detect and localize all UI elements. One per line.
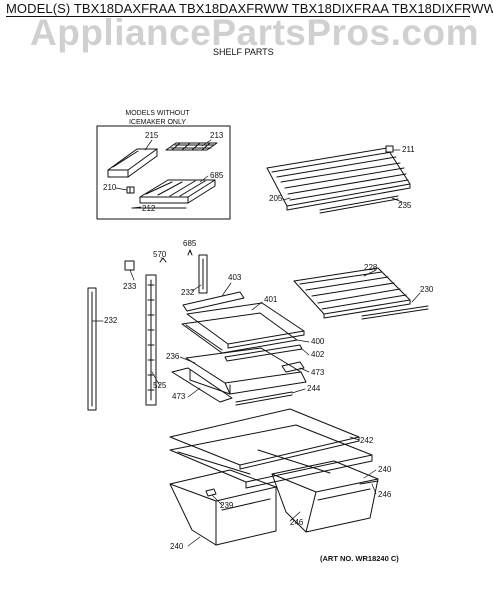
part-210-knob (126, 186, 135, 194)
label-403: 403 (228, 273, 242, 282)
label-215: 215 (145, 131, 159, 140)
part-685-ice-bucket (139, 179, 216, 204)
part-246-trim (359, 480, 379, 485)
part-crisper-frame (169, 424, 373, 489)
label-240-right: 240 (378, 465, 392, 474)
part-240-crisper-drawer-right (271, 460, 379, 533)
part-233-bracket (124, 260, 135, 271)
label-233: 233 (123, 282, 137, 291)
label-685: 685 (183, 239, 197, 248)
part-239-roller (205, 488, 217, 497)
part-235-rail (319, 195, 399, 214)
part-236-meat-pan-shelf (185, 347, 307, 395)
part-215-ice-bin (107, 148, 158, 178)
inset-box-title: MODELS WITHOUT ICEMAKER ONLY (125, 110, 190, 126)
label-205: 205 (269, 194, 283, 203)
part-402-trim (224, 344, 303, 362)
part-244-rail (235, 391, 293, 406)
heading-underline (6, 16, 470, 17)
label-228: 228 (364, 263, 378, 272)
art-number: (ART NO. WR18240 C) (320, 554, 399, 563)
part-230-rail (361, 305, 429, 320)
label-232-right: 232 (181, 288, 195, 297)
label-400: 400 (311, 337, 325, 346)
label-213: 213 (210, 131, 224, 140)
part-205-wire-shelf (266, 147, 411, 211)
label-246-left: 246 (290, 518, 304, 527)
part-473-slide-right (281, 361, 305, 373)
part-228-sliding-shelf (293, 267, 411, 319)
label-232-left: 232 (104, 316, 118, 325)
label-242: 242 (360, 436, 374, 445)
part-570-screw (159, 257, 167, 263)
label-211: 211 (402, 145, 415, 154)
label-212: 212 (142, 204, 156, 213)
leader-lines (91, 139, 421, 547)
part-403-trim (182, 291, 245, 312)
label-473-right: 473 (311, 368, 325, 377)
part-401-glass-shelf (186, 302, 305, 349)
label-473-left: 473 (172, 392, 186, 401)
part-473-slide (171, 367, 233, 403)
label-236: 236 (166, 352, 180, 361)
part-240-crisper-drawer-left (169, 469, 277, 546)
label-240-left: 240 (170, 542, 184, 551)
model-numbers-heading: MODEL(S) TBX18DAXFRAA TBX18DAXFRWW TBX18… (6, 1, 493, 16)
part-232-ladder-rail-right (198, 254, 208, 294)
label-244: 244 (307, 384, 321, 393)
part-232-side-rail (87, 287, 97, 411)
part-400-frame (181, 312, 298, 354)
label-210: 210 (103, 183, 117, 192)
part-213-tray (165, 142, 218, 151)
watermark: AppliancePartsPros.com (30, 12, 479, 53)
label-235: 235 (398, 201, 412, 210)
label-402: 402 (311, 350, 325, 359)
part-242-crisper-cover (169, 408, 360, 470)
part-211-clip (385, 145, 394, 153)
label-230: 230 (420, 285, 434, 294)
label-239: 239 (220, 501, 234, 510)
section-title: SHELF PARTS (213, 47, 274, 57)
part-570-ladder-rail (145, 274, 157, 406)
label-401: 401 (264, 295, 278, 304)
label-246-right: 246 (378, 490, 392, 499)
label-570: 570 (153, 250, 167, 259)
label-685-inset: 685 (210, 171, 224, 180)
label-525: 525 (153, 381, 167, 390)
